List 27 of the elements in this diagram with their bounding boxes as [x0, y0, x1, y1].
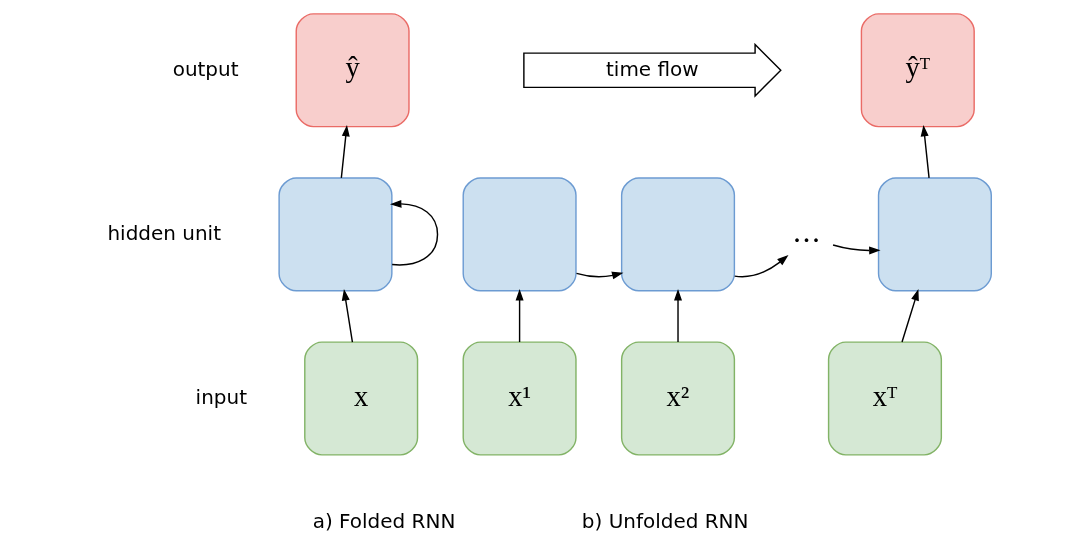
arrow	[831, 244, 881, 255]
arrow	[673, 289, 682, 343]
node-box	[877, 177, 992, 292]
node-box	[620, 177, 735, 292]
label: a) Folded RNN	[312, 508, 455, 533]
arrow	[900, 289, 919, 343]
node-box	[462, 177, 577, 292]
label: output	[172, 56, 239, 81]
node-text: …	[791, 215, 821, 249]
node-box: x¹	[462, 341, 577, 456]
arrow	[575, 271, 623, 280]
node-box: xᵀ	[827, 341, 942, 456]
label: input	[195, 384, 247, 409]
arrow	[515, 289, 524, 343]
arrow	[389, 199, 438, 266]
arrow	[920, 124, 930, 179]
node-box: x²	[620, 341, 735, 456]
arrow	[733, 254, 788, 278]
node-box: ŷ	[295, 13, 410, 128]
arrow	[340, 124, 350, 179]
node-box	[277, 177, 393, 292]
label: b) Unfolded RNN	[581, 508, 748, 533]
arrow	[341, 289, 353, 343]
label: time flow	[605, 56, 699, 81]
label: hidden unit	[106, 220, 221, 245]
node-box: ŷᵀ	[860, 13, 975, 128]
node-box: x	[303, 341, 418, 456]
